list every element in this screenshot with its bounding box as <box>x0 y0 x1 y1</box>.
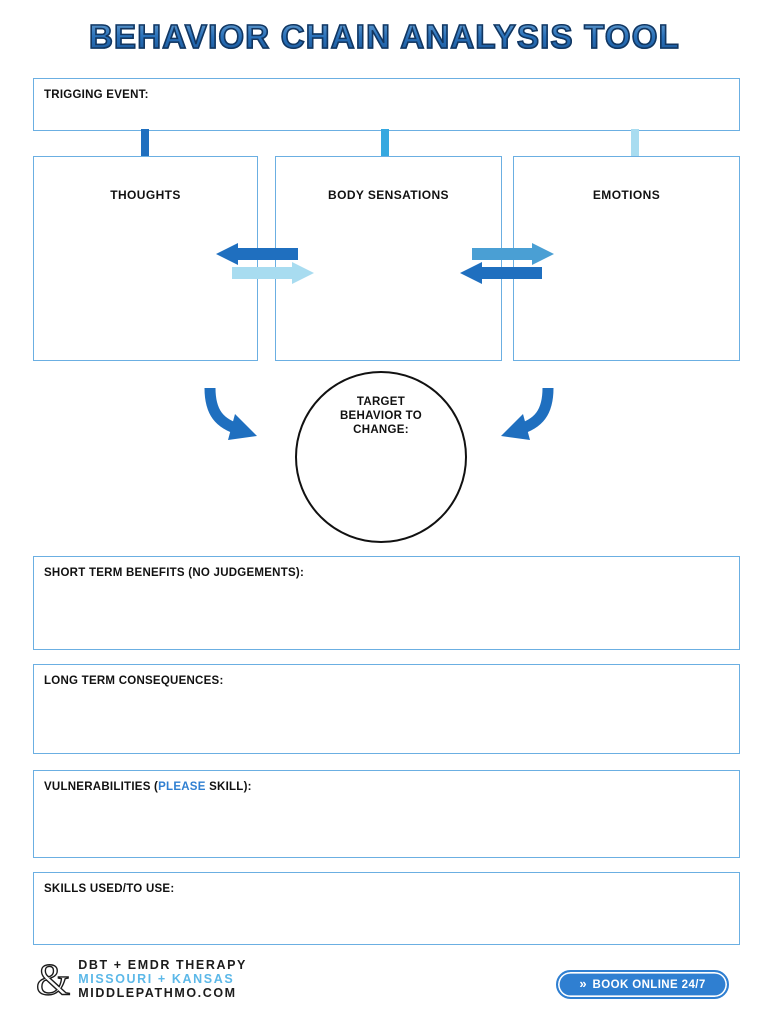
curved-arrow-left-to-target <box>204 387 257 440</box>
footer-logo-text: DBT + EMDR THERAPY MISSOURI + KANSAS MID… <box>78 958 247 1000</box>
arrow-left-emotions-to-body <box>460 262 542 284</box>
emotions-field[interactable]: EMOTIONS <box>513 156 740 361</box>
footer-logo: & DBT + EMDR THERAPY MISSOURI + KANSAS M… <box>35 955 247 1004</box>
vulnerabilities-label: VULNERABILITIES (PLEASE SKILL): <box>44 781 252 793</box>
emotions-label: EMOTIONS <box>592 188 661 202</box>
skills-used-field[interactable] <box>33 872 740 945</box>
body-sensations-field[interactable]: BODY SENSATIONS <box>275 156 502 361</box>
thoughts-field[interactable]: THOUGHTS <box>33 156 258 361</box>
curved-arrow-right-to-target <box>501 387 554 440</box>
long-term-consequences-label: LONG TERM CONSEQUENCES: <box>44 675 224 687</box>
page-title: BEHAVIOR CHAIN ANALYSIS TOOL <box>88 17 680 56</box>
target-line-2: BEHAVIOR TO <box>339 410 423 422</box>
target-behavior-circle[interactable]: TARGET BEHAVIOR TO CHANGE: <box>295 371 467 543</box>
footer-line-services: DBT + EMDR THERAPY <box>78 958 247 972</box>
book-online-button[interactable]: » BOOK ONLINE 24/7 <box>556 970 729 999</box>
target-line-3: CHANGE: <box>353 424 409 436</box>
vulnerabilities-label-post: SKILL): <box>205 781 252 793</box>
short-term-benefits-label: SHORT TERM BENEFITS (NO JUDGEMENTS): <box>44 567 305 579</box>
target-behavior-label: TARGET BEHAVIOR TO CHANGE: <box>297 395 465 437</box>
double-chevron-right-icon: » <box>579 976 587 991</box>
arrow-right-thoughts-to-body <box>232 262 314 284</box>
vulnerabilities-label-pre: VULNERABILITIES ( <box>44 781 159 793</box>
short-term-benefits-field[interactable] <box>33 556 740 650</box>
body-sensations-label: BODY SENSATIONS <box>328 188 449 202</box>
target-line-1: TARGET <box>356 396 406 408</box>
arrow-right-body-to-emotions <box>472 243 554 265</box>
trigging-event-label: TRIGGING EVENT: <box>44 89 149 101</box>
skills-used-label: SKILLS USED/TO USE: <box>44 883 175 895</box>
footer-line-website: MIDDLEPATHMO.COM <box>78 986 237 1000</box>
long-term-consequences-field[interactable] <box>33 664 740 754</box>
thoughts-label: THOUGHTS <box>110 188 181 202</box>
please-skill-highlight: PLEASE <box>158 781 206 793</box>
vulnerabilities-field[interactable] <box>33 770 740 858</box>
footer-line-locations: MISSOURI + KANSAS <box>78 972 235 986</box>
page-title-container: BEHAVIOR CHAIN ANALYSIS TOOL <box>0 17 769 56</box>
book-online-button-label: BOOK ONLINE 24/7 <box>592 978 706 991</box>
trigging-event-field[interactable] <box>33 78 740 131</box>
ampersand-icon: & <box>35 955 71 1004</box>
arrow-left-thoughts-from-body <box>216 243 298 265</box>
